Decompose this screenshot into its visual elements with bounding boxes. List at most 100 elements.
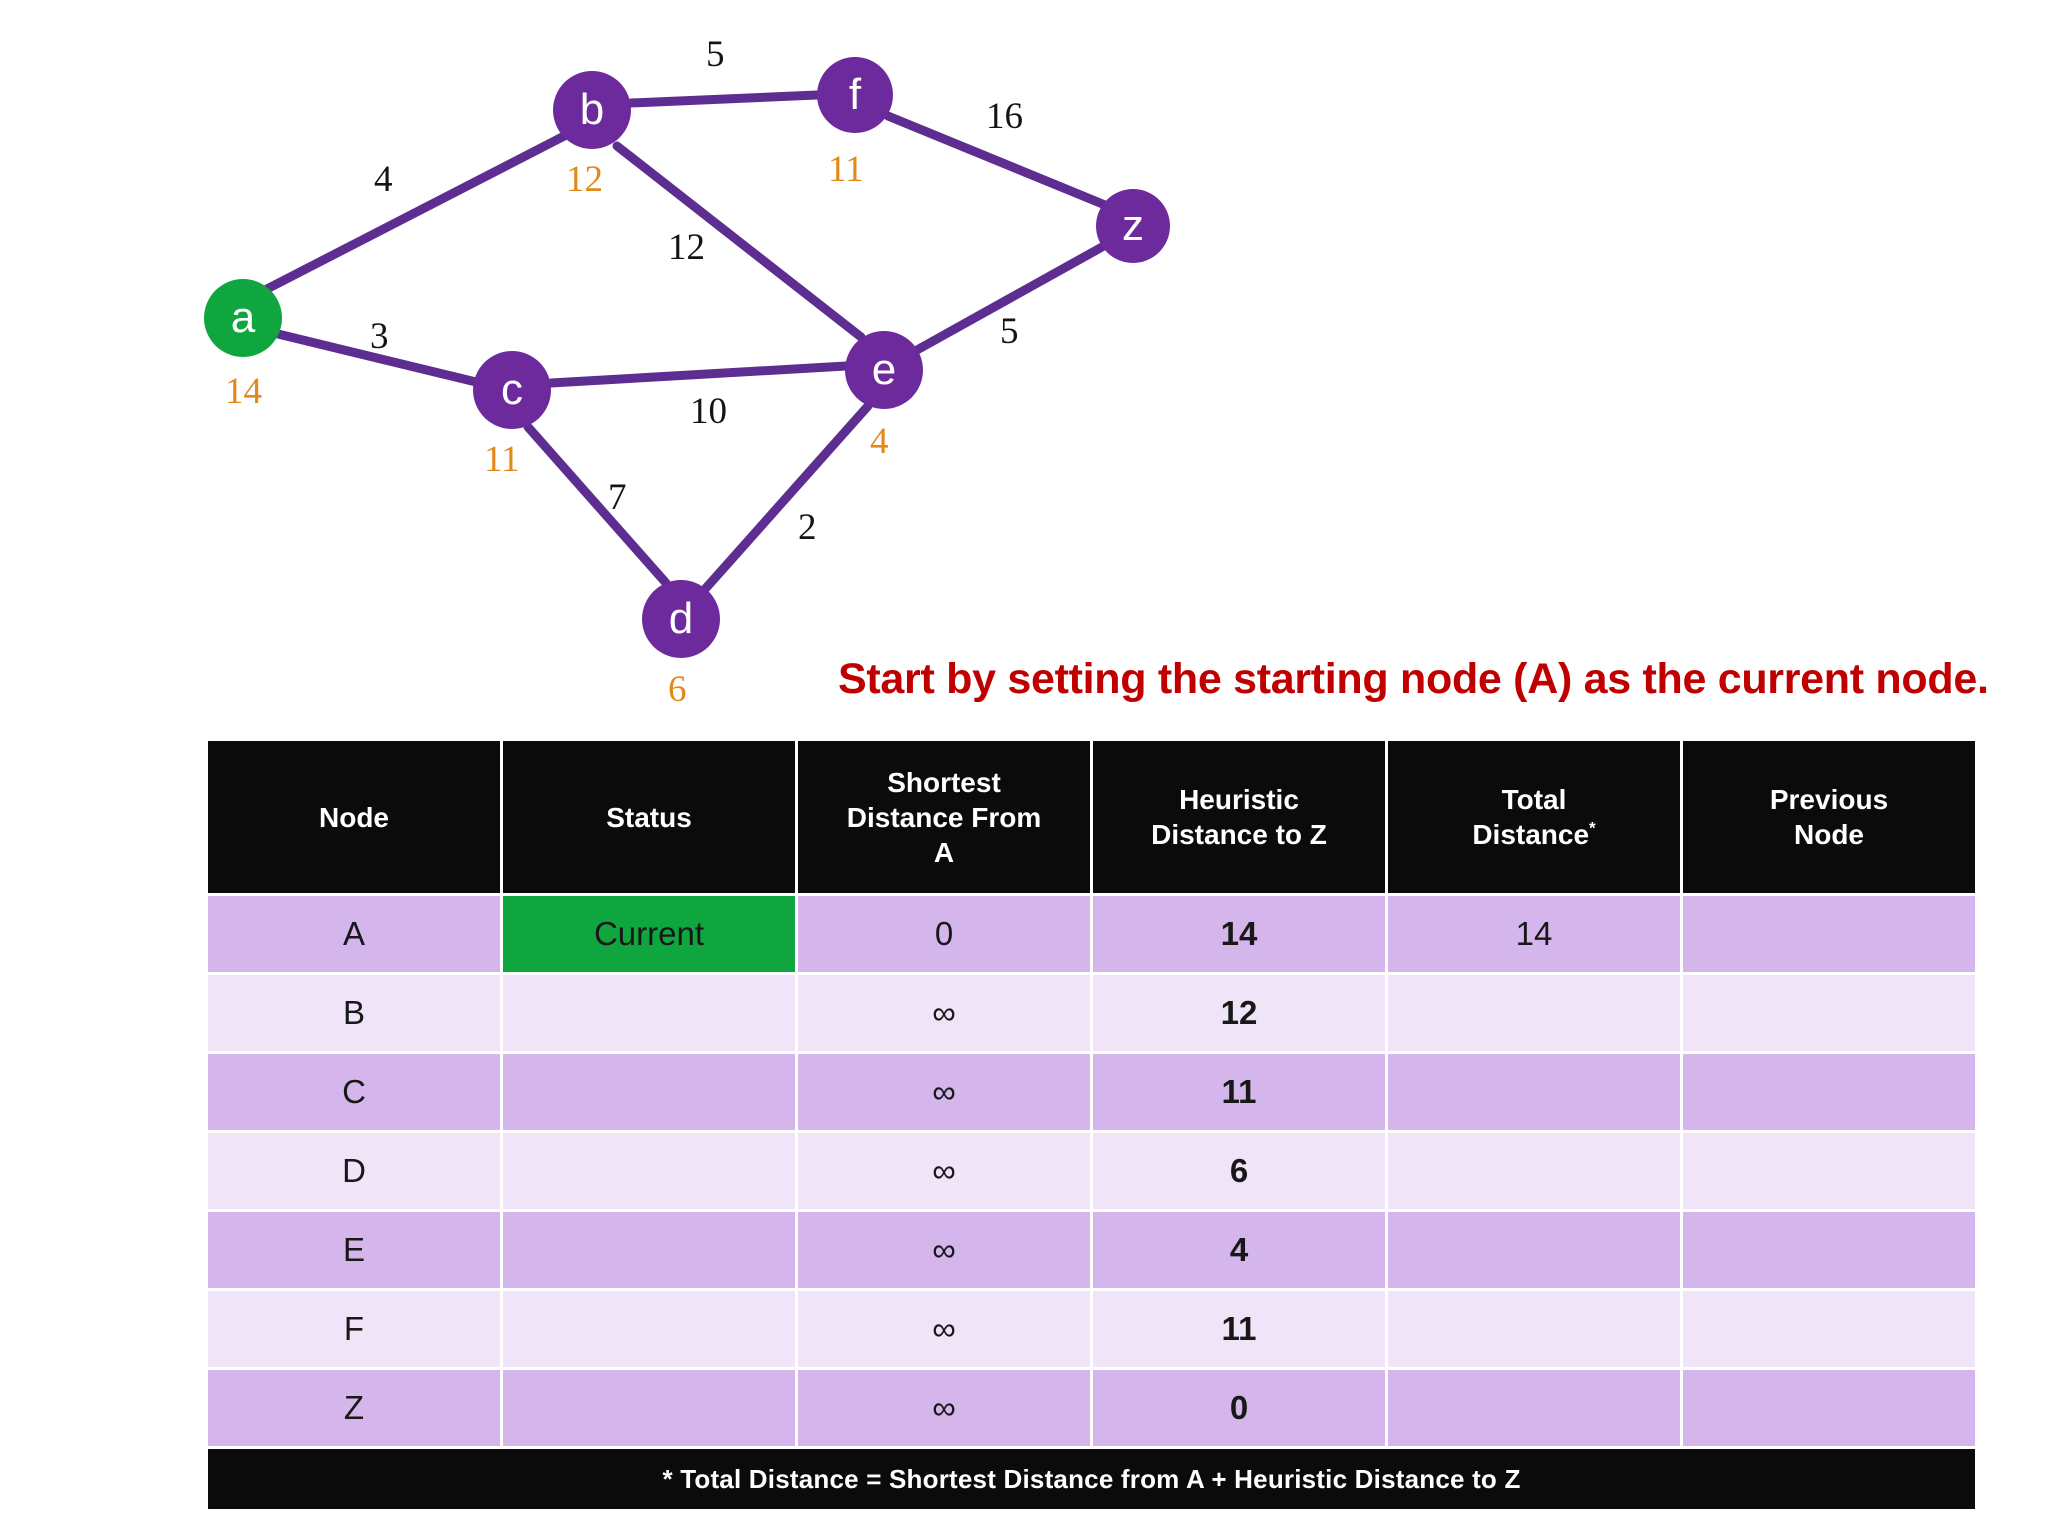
graph-node-f[interactable]: f [817,57,893,133]
table-row[interactable]: F ∞ 11 [208,1291,1975,1367]
header-total-line2: Distance* [1394,817,1674,852]
cell-node: A [208,896,500,972]
header-heuristic-line1: Heuristic [1179,784,1299,815]
cell-heuristic-distance: 4 [1093,1212,1385,1288]
cell-shortest-distance: ∞ [798,975,1090,1051]
cell-previous-node [1683,1212,1975,1288]
table-row[interactable]: Z ∞ 0 [208,1370,1975,1446]
graph-node-z[interactable]: z [1096,189,1170,263]
edge-a-b [260,128,575,295]
astar-table-container: Node Status Shortest Distance From A Heu… [205,738,1978,1512]
edge-b-f [626,90,822,108]
cell-status[interactable] [503,1054,795,1130]
graph-node-b-label: b [579,85,605,134]
heuristic-label-c: 11 [484,439,520,480]
column-header-node: Node [208,741,500,893]
cell-node: Z [208,1370,500,1446]
edge-weight-c-e: 10 [690,391,727,432]
cell-total-distance [1388,1370,1680,1446]
heuristic-label-d: 6 [668,669,687,710]
edge-weight-d-e: 2 [798,507,817,548]
cell-total-distance [1388,1133,1680,1209]
cell-total-distance: 14 [1388,896,1680,972]
cell-previous-node [1683,1370,1975,1446]
graph-node-z-label: z [1122,201,1144,250]
table-footnote: * Total Distance = Shortest Distance fro… [208,1449,1975,1509]
table-row[interactable]: E ∞ 4 [208,1212,1975,1288]
graph-node-f-label: f [848,70,862,119]
column-header-previous-node: Previous Node [1683,741,1975,893]
header-total-text: Distance [1472,819,1590,850]
graph-node-c-label: c [501,365,523,414]
cell-previous-node [1683,975,1975,1051]
cell-heuristic-distance: 11 [1093,1291,1385,1367]
table-row[interactable]: B ∞ 12 [208,975,1975,1051]
cell-status[interactable] [503,1370,795,1446]
cell-previous-node [1683,1291,1975,1367]
cell-total-distance [1388,1291,1680,1367]
edge-f-z [883,111,1110,210]
graph-node-d[interactable]: d [642,580,720,658]
edge-b-e [612,141,866,342]
instruction-text: Start by setting the starting node (A) a… [838,655,1989,703]
cell-heuristic-distance: 11 [1093,1054,1385,1130]
edge-weight-e-z: 5 [1000,311,1019,352]
cell-previous-node [1683,1133,1975,1209]
header-total-asterisk: * [1589,818,1596,838]
graph-node-c[interactable]: c [473,351,551,429]
column-header-shortest-distance: Shortest Distance From A [798,741,1090,893]
cell-node: C [208,1054,500,1130]
graph-node-a[interactable]: a [204,279,282,357]
cell-total-distance [1388,1054,1680,1130]
header-shortest-line2: Distance From [846,801,1042,833]
header-heuristic-line2: Distance to Z [1151,819,1327,850]
edge-weight-a-c: 3 [370,316,389,357]
cell-total-distance [1388,1212,1680,1288]
edge-weight-c-d: 7 [608,477,627,518]
cell-shortest-distance: ∞ [798,1054,1090,1130]
cell-status-current[interactable]: Current [503,896,795,972]
header-shortest-line1: Shortest [887,766,1001,798]
edge-weight-f-z: 16 [986,96,1023,137]
column-header-status: Status [503,741,795,893]
edge-weight-b-e: 12 [668,227,705,268]
header-previous-line2: Node [1794,819,1864,850]
cell-heuristic-distance: 12 [1093,975,1385,1051]
edge-c-e [546,361,851,388]
astar-table: Node Status Shortest Distance From A Heu… [205,738,1978,1512]
cell-shortest-distance: ∞ [798,1291,1090,1367]
cell-node: D [208,1133,500,1209]
cell-node: E [208,1212,500,1288]
cell-shortest-distance: ∞ [798,1370,1090,1446]
table-header-row: Node Status Shortest Distance From A Heu… [208,741,1975,893]
cell-previous-node [1683,1054,1975,1130]
cell-shortest-distance: ∞ [798,1212,1090,1288]
heuristic-label-b: 12 [566,159,603,200]
cell-node: B [208,975,500,1051]
cell-status[interactable] [503,975,795,1051]
cell-heuristic-distance: 6 [1093,1133,1385,1209]
edge-a-c [273,329,481,387]
cell-total-distance [1388,975,1680,1051]
edge-weight-a-b: 4 [374,159,393,200]
graph-node-b[interactable]: b [553,71,631,149]
cell-status[interactable] [503,1133,795,1209]
cell-heuristic-distance: 0 [1093,1370,1385,1446]
heuristic-label-f: 11 [828,149,864,190]
table-row[interactable]: D ∞ 6 [208,1133,1975,1209]
edge-weight-b-f: 5 [706,34,725,75]
heuristic-label-e: 4 [870,421,889,462]
header-shortest-line3: A [933,836,955,868]
cell-previous-node [1683,896,1975,972]
graph-edges-svg [260,90,1110,593]
table-row[interactable]: A Current 0 14 14 [208,896,1975,972]
edge-d-e [701,401,873,593]
cell-status[interactable] [503,1212,795,1288]
cell-status[interactable] [503,1291,795,1367]
graph-node-e[interactable]: e [845,331,923,409]
cell-heuristic-distance: 14 [1093,896,1385,972]
cell-shortest-distance: 0 [798,896,1090,972]
table-row[interactable]: C ∞ 11 [208,1054,1975,1130]
graph-node-e-label: e [871,345,897,394]
cell-node: F [208,1291,500,1367]
